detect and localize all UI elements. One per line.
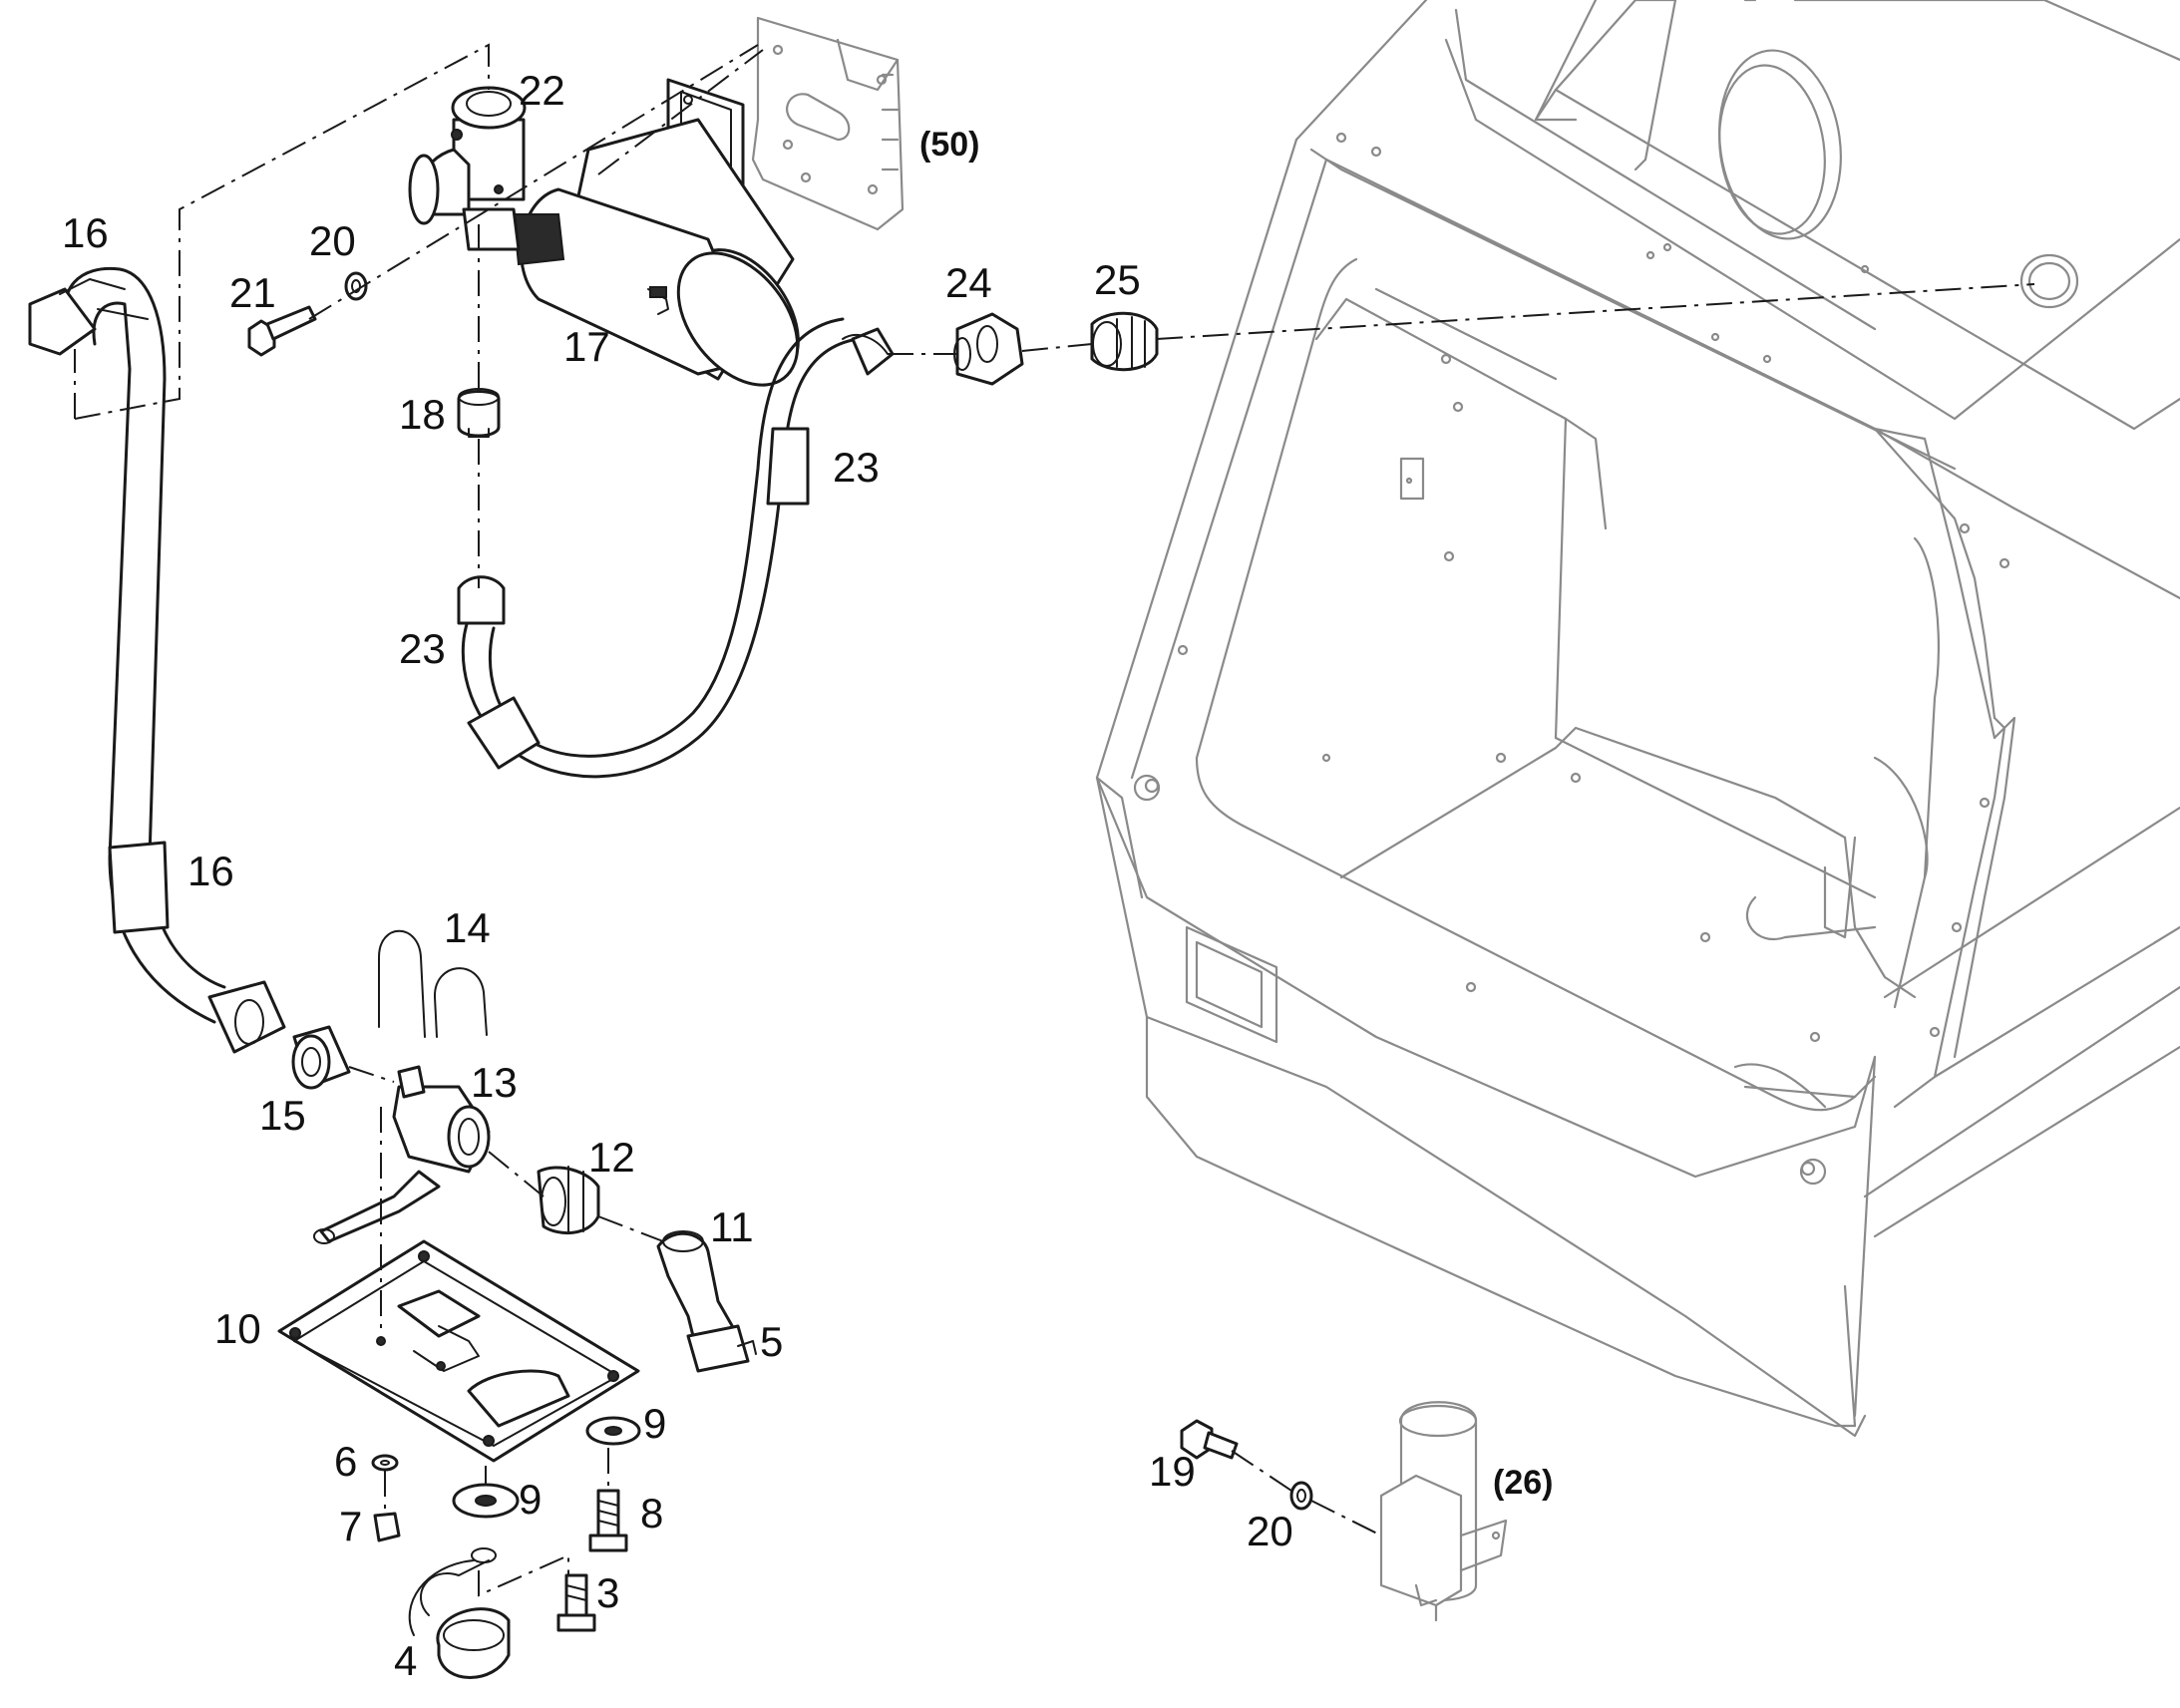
label-part-19: 19 [1149, 1448, 1196, 1495]
label-part-9-center: 9 [519, 1476, 542, 1523]
label-part-21: 21 [229, 269, 276, 316]
bracket-50 [751, 16, 905, 231]
label-part-18: 18 [399, 391, 446, 438]
hose-16 [28, 266, 286, 1054]
label-part-10: 10 [214, 1305, 261, 1352]
nut-7 [373, 1512, 401, 1542]
label-part-25: 25 [1094, 256, 1141, 303]
label-part-13: 13 [471, 1059, 518, 1106]
label-part-4: 4 [394, 1637, 417, 1684]
assembly-lines [74, 43, 2035, 1597]
part-labels: 22 (50) 16 20 21 24 25 17 18 23 23 16 14… [62, 67, 1553, 1684]
bracket-26 [1379, 1401, 1508, 1622]
label-part-24: 24 [945, 259, 992, 306]
label-part-23-right: 23 [833, 444, 880, 491]
label-part-3: 3 [596, 1569, 619, 1616]
label-part-12: 12 [588, 1134, 635, 1181]
label-part-17: 17 [563, 323, 610, 370]
label-part-20-top: 20 [309, 217, 356, 264]
filter-17 [512, 118, 800, 387]
bolt-19 [1180, 1419, 1239, 1460]
label-part-5: 5 [760, 1318, 783, 1365]
label-part-22: 22 [519, 67, 565, 114]
bolt-3 [556, 1573, 596, 1632]
plate-10 [277, 1239, 640, 1463]
label-part-20-bottom: 20 [1247, 1508, 1293, 1554]
nipple-15 [291, 1025, 351, 1090]
elbow-11 [656, 1230, 757, 1373]
label-part-23-left: 23 [399, 625, 446, 672]
bolt-21 [247, 305, 317, 357]
label-part-9-right: 9 [643, 1400, 666, 1447]
bushing-25 [1090, 311, 1159, 372]
label-ref-26: (26) [1493, 1464, 1553, 1502]
label-part-15: 15 [259, 1092, 306, 1139]
washer-20-bottom [1289, 1481, 1313, 1511]
label-part-16-top: 16 [62, 209, 109, 256]
fitting-18 [457, 388, 501, 438]
washer-9-center [452, 1483, 520, 1519]
tank-frame [1095, 0, 2180, 1438]
label-part-8: 8 [640, 1490, 663, 1537]
ball-valve-13 [313, 1065, 491, 1244]
washer-6 [371, 1454, 399, 1472]
label-ref-50: (50) [919, 126, 979, 164]
label-part-14: 14 [444, 904, 491, 951]
label-part-16-lower: 16 [187, 848, 234, 894]
tee-fitting-22 [408, 86, 527, 251]
hose-23 [457, 317, 895, 779]
washer-9-right [585, 1416, 641, 1446]
nut-24 [953, 312, 1024, 386]
u-bolt-14 [378, 929, 488, 1038]
label-part-11: 11 [710, 1203, 754, 1250]
label-part-7: 7 [339, 1503, 362, 1549]
bolt-8 [588, 1489, 628, 1552]
label-part-6: 6 [334, 1438, 357, 1485]
cap-4 [408, 1547, 511, 1679]
